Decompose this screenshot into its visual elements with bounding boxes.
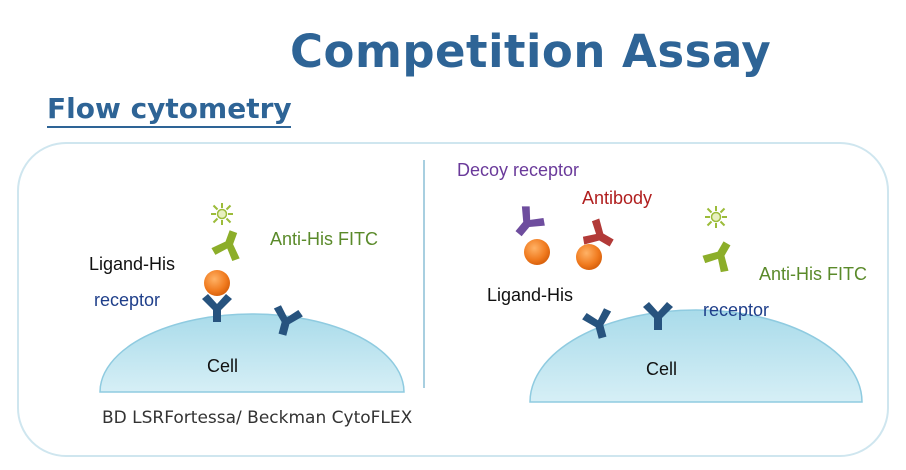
- subtitle-underline: [47, 126, 291, 128]
- page-title: Competition Assay: [290, 25, 772, 78]
- left-receptor-label: receptor: [94, 290, 161, 310]
- instrument-footer: BD LSRFortessa/ Beckman CytoFLEX: [102, 408, 413, 428]
- right-receptor-label: receptor: [703, 300, 770, 320]
- decoy-ligand-ball: [524, 239, 550, 265]
- left-cell: [99, 313, 405, 393]
- competitor-antibody-label: Antibody: [582, 188, 653, 208]
- right-ligand-his-label: Ligand-His: [487, 285, 574, 305]
- panel-outline: [17, 142, 889, 457]
- right-cell: [529, 309, 863, 403]
- right-cell-label: Cell: [646, 359, 678, 379]
- left-fitc-star-icon: [210, 202, 234, 226]
- left-ligand-ball: [204, 270, 230, 296]
- section-subtitle: Flow cytometry: [47, 92, 292, 125]
- right-fitc-antibody: [700, 235, 740, 276]
- left-cell-label: Cell: [207, 356, 239, 376]
- left-ligand-his-label: Ligand-His: [89, 254, 176, 274]
- competitor-ligand-ball: [576, 244, 602, 270]
- left-fitc-antibody: [209, 226, 248, 264]
- decoy-receptor-label: Decoy receptor: [457, 160, 580, 180]
- right-anti-his-fitc-label: Anti-His FITC: [759, 264, 867, 284]
- decoy-receptor: [507, 202, 549, 244]
- right-fitc-star-icon: [704, 205, 728, 229]
- left-anti-his-fitc-label: Anti-His FITC: [270, 229, 378, 249]
